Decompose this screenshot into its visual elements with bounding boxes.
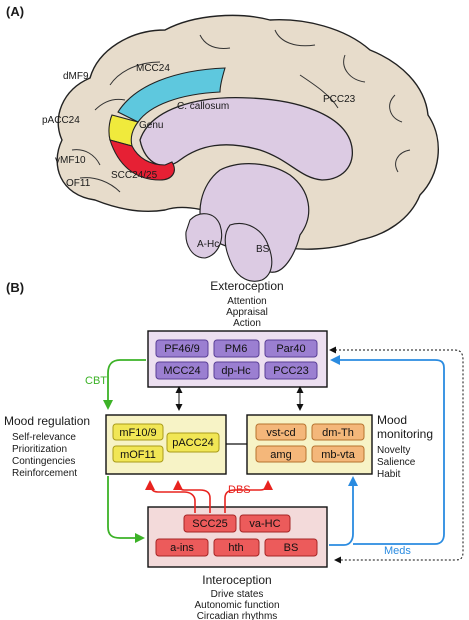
corpus-callosum [139, 96, 353, 181]
interoception-title: Interoception [202, 573, 271, 587]
mood-regulation-title: Mood regulation [4, 414, 90, 428]
label-a-hc: A-Hc [197, 239, 219, 250]
node-pf469 [155, 339, 209, 358]
exteroception-nodes: PF46/9 PM6 Par40 MCC24 dp-Hc PCC23 [155, 339, 318, 380]
label-dbs: DBS [228, 484, 251, 496]
mood-regulation-nodes: mF10/9 mOF11 pACC24 [112, 423, 220, 463]
node-pacc24-label: pACC24 [172, 437, 214, 449]
node-par40 [264, 339, 318, 358]
node-mb-vta-label: mb-vta [321, 449, 356, 461]
hippocampus-region [185, 213, 223, 259]
node-mof11-label: mOF11 [120, 449, 156, 461]
mcc24-region [117, 67, 226, 123]
node-scc25 [183, 514, 237, 533]
node-pacc24 [166, 432, 220, 453]
node-pm6-label: PM6 [225, 343, 248, 355]
arrow-meds-exteroception [330, 355, 445, 545]
node-mf109-label: mF10/9 [119, 427, 156, 439]
label-pcc23: PCC23 [323, 94, 356, 105]
node-a-ins-label: a-ins [170, 542, 194, 554]
label-dmf9: dMF9 [63, 71, 89, 82]
exteroception-line-1: Attention [227, 296, 266, 307]
panel-b-label: (B) [6, 280, 24, 295]
node-vst-cd-label: vst-cd [266, 427, 295, 439]
node-a-ins [155, 538, 209, 557]
arrow-cbt-regulation [103, 359, 146, 410]
node-amg [255, 445, 307, 463]
mood-monitoring-title-2: monitoring [377, 427, 433, 441]
exteroception-line-3: Action [233, 318, 261, 329]
node-va-hc [239, 514, 291, 533]
interoception-line-3: Circadian rhythms [197, 611, 278, 620]
exteroception-title: Exteroception [210, 279, 283, 293]
label-scc2425: SCC24/25 [111, 170, 158, 181]
mood-regulation-line-3: Contingencies [12, 456, 75, 467]
node-scc25-label: SCC25 [192, 518, 227, 530]
mood-monitoring-line-2: Salience [377, 457, 416, 468]
label-mcc24: MCC24 [136, 63, 170, 74]
interoception-line-2: Autonomic function [194, 600, 279, 611]
panel-a-label: (A) [6, 4, 24, 19]
exteroception-line-2: Appraisal [226, 307, 268, 318]
node-par40-label: Par40 [276, 343, 305, 355]
label-of11: OF11 [66, 178, 91, 189]
label-bs: BS [256, 244, 270, 255]
scc2425-region [109, 139, 175, 181]
label-vmf10: vMF10 [55, 155, 86, 166]
brain-illustration [56, 14, 439, 282]
mood-regulation-line-1: Self-relevance [12, 432, 76, 443]
label-genu: Genu [139, 120, 163, 131]
node-pf469-label: PF46/9 [164, 343, 199, 355]
interoception-line-1: Drive states [211, 589, 264, 600]
arrow-cbt-interoception [107, 476, 145, 543]
mood-monitoring-line-1: Novelty [377, 445, 410, 456]
node-mcc24-label: MCC24 [163, 365, 200, 377]
node-pcc23 [264, 361, 318, 380]
label-c-callosum: C. callosum [177, 101, 229, 112]
mood-regulation-line-4: Reinforcement [12, 468, 77, 479]
label-cbt: CBT [85, 375, 107, 387]
node-amg-label: amg [270, 449, 291, 461]
arrow-dbs-2 [173, 480, 211, 513]
node-hth-label: hth [228, 542, 243, 554]
brainstem-region [224, 223, 273, 282]
interoception-box [147, 506, 328, 568]
mood-regulation-line-2: Prioritization [12, 444, 67, 455]
gyri-lines [71, 29, 411, 193]
node-mf109 [112, 423, 164, 441]
arrow-dbs-1 [145, 480, 196, 513]
node-pm6 [213, 339, 260, 358]
arrow-dbs-3 [224, 480, 273, 513]
mood-monitoring-title-1: Mood [377, 413, 407, 427]
node-mof11 [112, 445, 164, 463]
node-dm-th-label: dm-Th [322, 427, 354, 439]
dotted-feedback-loop [329, 346, 464, 564]
mood-monitoring-line-3: Habit [377, 469, 401, 480]
node-mcc24 [155, 361, 209, 380]
node-bs [264, 538, 318, 557]
label-meds: Meds [384, 545, 411, 557]
node-pcc23-label: PCC23 [273, 365, 308, 377]
node-va-hc-label: va-HC [249, 518, 280, 530]
interoception-nodes: SCC25 va-HC a-ins hth BS [155, 514, 318, 557]
node-dp-hc-label: dp-Hc [221, 365, 251, 377]
arrow-meds-monitoring [329, 476, 358, 546]
node-vst-cd [255, 423, 307, 441]
dbs-arrows [145, 480, 273, 513]
node-hth [213, 538, 260, 557]
node-bs-label: BS [284, 542, 299, 554]
label-pacc24: pACC24 [42, 115, 80, 126]
node-dp-hc [213, 361, 260, 380]
